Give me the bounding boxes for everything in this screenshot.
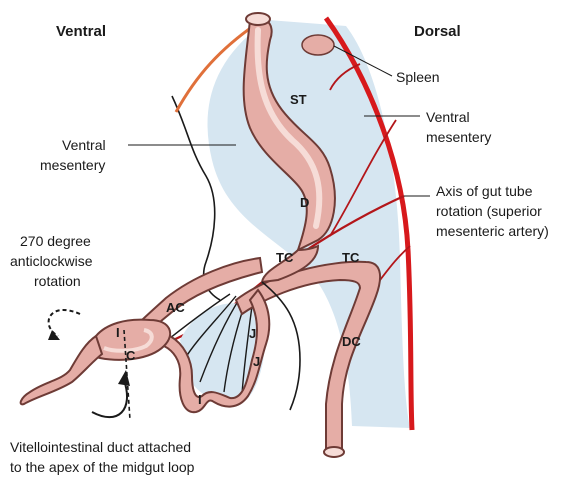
label-axis-2: rotation (superior [436, 203, 542, 219]
label-ventral-mesentery-left-2: mesentery [40, 157, 105, 173]
label-axis-1: Axis of gut tube [436, 183, 533, 199]
label-rotation-1: 270 degree [20, 233, 91, 249]
label-rotation-3: rotation [34, 273, 81, 289]
label-axis-3: mesenteric artery) [436, 223, 549, 239]
label-rotation-2: anticlockwise [10, 253, 93, 269]
spleen [302, 35, 334, 55]
esophagus-opening [246, 13, 270, 25]
label-ventral-mesentery-right-2: mesentery [426, 129, 491, 145]
rotation-arrow-solid [92, 380, 127, 417]
abbr-ileum-1: I [116, 325, 120, 340]
rotation-arrowhead-solid [118, 370, 130, 386]
abbr-jejunum-2: J [253, 354, 260, 369]
label-ventral-mesentery-right-1: Ventral [426, 109, 470, 125]
header-dorsal: Dorsal [414, 23, 461, 40]
vitellointestinal-duct [21, 336, 102, 404]
rotation-arrowhead-dashed [48, 330, 60, 340]
label-vitello-1: Vitellointestinal duct attached [10, 439, 191, 455]
colon-end-opening [324, 447, 344, 457]
abbr-ascending-colon: AC [166, 300, 185, 315]
abbr-stomach: ST [290, 92, 307, 107]
abbr-transverse-colon-2: TC [342, 250, 360, 265]
abbr-jejunum-1: J [249, 326, 256, 341]
header-ventral: Ventral [56, 23, 106, 40]
mesentery-outline-lower [262, 282, 300, 410]
label-ventral-mesentery-left-1: Ventral [62, 137, 106, 153]
abbr-cecum: C [126, 348, 136, 363]
abbr-descending-colon: DC [342, 334, 361, 349]
abbr-ileum-2: I [198, 392, 202, 407]
abbr-duodenum: D [300, 195, 309, 210]
label-spleen: Spleen [396, 69, 440, 85]
label-vitello-2: to the apex of the midgut loop [10, 459, 195, 475]
abbr-transverse-colon-1: TC [276, 250, 294, 265]
